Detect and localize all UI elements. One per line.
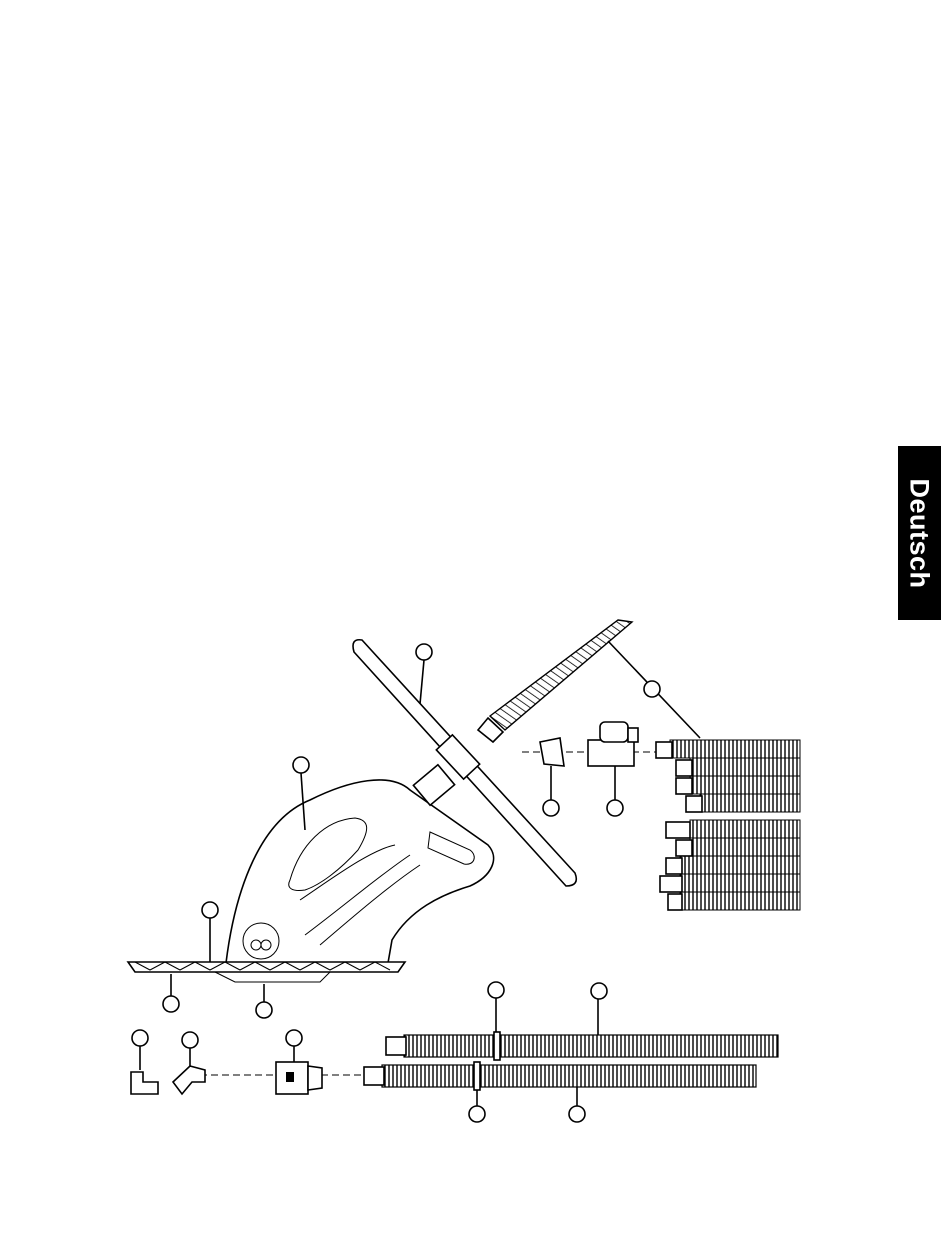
skirt-fins [128, 962, 405, 982]
callout-skirt [163, 996, 179, 1012]
callout-coupling-1 [488, 982, 504, 998]
callout-elbow-90 [132, 1030, 148, 1046]
elbow-90 [131, 1072, 158, 1094]
callout-hose-pack [644, 681, 660, 697]
hose-pack [656, 740, 800, 910]
callout-fins [256, 1002, 272, 1018]
callout-weir-adapter [286, 1030, 302, 1046]
hose-cone [540, 738, 564, 766]
callout-hose-cone [543, 800, 559, 816]
callout-foot-pad [202, 902, 218, 918]
callout-deflector-wheel [416, 644, 432, 660]
callout-coupling-2 [469, 1106, 485, 1122]
callout-hose-2 [569, 1106, 585, 1122]
callout-elbow-45 [182, 1032, 198, 1048]
cleaner-body [226, 765, 494, 963]
coupling-ring-2 [474, 1062, 480, 1090]
callout-hose-1 [591, 983, 607, 999]
weir-adapter [276, 1062, 322, 1094]
elbow-45 [173, 1066, 205, 1094]
regulator-valve [588, 722, 638, 766]
callout-cleaner-body [293, 757, 309, 773]
leader-hose-1 [386, 1032, 778, 1060]
leader-hose-2 [364, 1062, 756, 1090]
coupling-ring-1 [494, 1032, 500, 1060]
callout-regulator-valve [607, 800, 623, 816]
